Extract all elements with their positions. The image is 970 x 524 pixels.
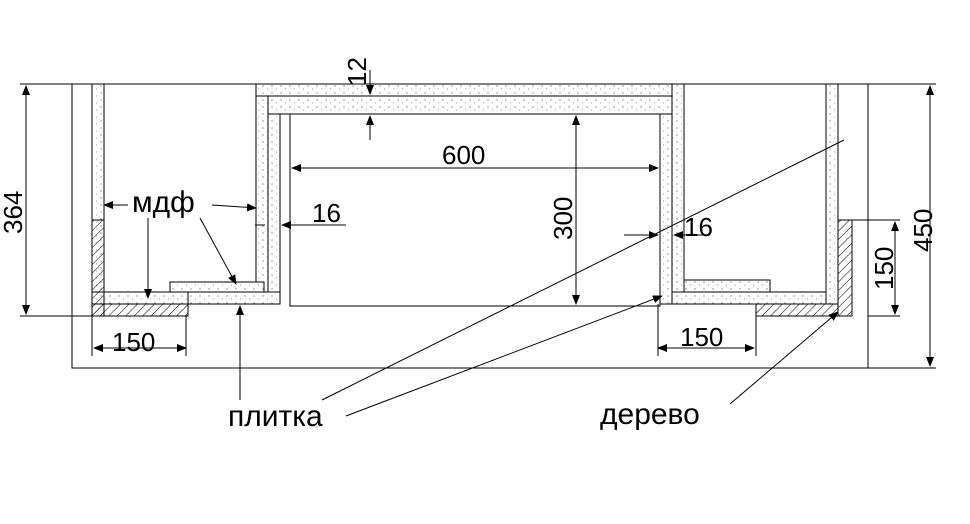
dim-inner-height: 300 xyxy=(548,197,578,240)
dim-wood-height-right: 150 xyxy=(869,247,899,290)
label-wood: дерево xyxy=(600,398,700,431)
dimension-lines xyxy=(22,70,934,367)
dim-panel-thickness-left: 16 xyxy=(312,198,341,228)
dim-left-height: 364 xyxy=(0,191,28,234)
wood-blocks xyxy=(91,219,853,317)
dim-right-height: 450 xyxy=(908,209,938,252)
dim-inner-width: 600 xyxy=(442,140,485,170)
top-panel xyxy=(255,83,685,307)
dim-wood-width-right: 150 xyxy=(680,322,723,352)
leader-lines xyxy=(103,139,845,417)
right-cabinet xyxy=(659,83,839,305)
dim-top-thickness: 12 xyxy=(342,57,372,86)
label-tile: плитка xyxy=(228,400,323,433)
label-mdf: мдф xyxy=(132,186,195,219)
dim-wood-width-left: 150 xyxy=(112,327,155,357)
dim-panel-thickness-right: 16 xyxy=(684,212,713,242)
